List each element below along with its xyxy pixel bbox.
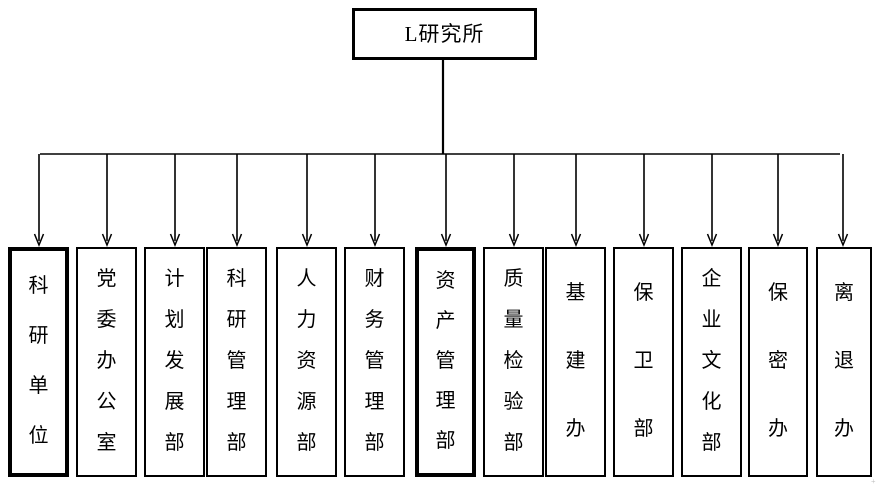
- department-label-char: 资: [435, 270, 456, 292]
- department-label-char: 文: [701, 349, 722, 372]
- department-box-13[interactable]: 离退办: [816, 247, 872, 477]
- department-label-char: 退: [834, 350, 854, 372]
- department-label-char: 保: [768, 282, 788, 304]
- department-label-char: 理: [226, 390, 247, 413]
- arrowhead-11: [706, 233, 718, 247]
- department-label-char: 办: [565, 418, 586, 440]
- arrowhead-2: [101, 233, 113, 247]
- department-label-char: 源: [296, 390, 317, 413]
- department-box-8[interactable]: 质量检验部: [483, 247, 544, 477]
- arrowhead-4: [231, 233, 243, 247]
- department-label-char: 验: [503, 390, 524, 413]
- department-box-10[interactable]: 保卫部: [613, 247, 674, 477]
- arrowhead-1: [33, 233, 45, 247]
- department-label-char: 办: [768, 418, 788, 440]
- arrowhead-13: [837, 233, 849, 247]
- department-box-11[interactable]: 企业文化部: [681, 247, 742, 477]
- arrowhead-8: [508, 233, 520, 247]
- arrowhead-7: [440, 233, 452, 247]
- department-label-char: 办: [834, 418, 854, 440]
- department-label-char: 密: [768, 350, 788, 372]
- department-label-char: 资: [296, 349, 317, 372]
- department-label-char: 理: [364, 390, 385, 413]
- department-box-12[interactable]: 保密办: [748, 247, 808, 477]
- corner-artifact: +: [871, 477, 876, 486]
- department-label-char: 部: [296, 431, 317, 454]
- department-label-char: 业: [701, 309, 722, 332]
- arrowhead-3: [169, 233, 181, 247]
- department-label-char: 发: [164, 349, 185, 372]
- department-box-3[interactable]: 计划发展部: [144, 247, 205, 477]
- department-label-char: 部: [633, 418, 654, 440]
- department-label-char: 力: [296, 309, 317, 332]
- arrowhead-5: [301, 233, 313, 247]
- arrowhead-12: [772, 233, 784, 247]
- department-box-7[interactable]: 资产管理部: [415, 247, 476, 477]
- department-box-9[interactable]: 基建办: [545, 247, 606, 477]
- department-label-char: 展: [164, 390, 185, 413]
- department-label-char: 化: [701, 390, 722, 413]
- department-label-char: 位: [28, 425, 49, 447]
- department-label-char: 财: [364, 268, 385, 291]
- root-node-l-institute[interactable]: L研究所: [352, 8, 537, 60]
- department-label-char: 保: [633, 282, 654, 304]
- department-label-char: 建: [565, 350, 586, 372]
- department-label-char: 管: [226, 349, 247, 372]
- arrowhead-10: [638, 233, 650, 247]
- root-node-label: L研究所: [404, 21, 485, 46]
- department-box-6[interactable]: 财务管理部: [344, 247, 405, 477]
- department-label-char: 党: [96, 268, 117, 291]
- department-label-char: 基: [565, 282, 586, 304]
- department-label-char: 卫: [633, 350, 654, 372]
- department-box-4[interactable]: 科研管理部: [206, 247, 267, 477]
- department-label-char: 部: [701, 431, 722, 454]
- department-label-char: 研: [226, 309, 247, 332]
- arrowhead-9: [570, 233, 582, 247]
- department-label-char: 管: [364, 349, 385, 372]
- department-box-5[interactable]: 人力资源部: [276, 247, 337, 477]
- department-label-char: 计: [164, 268, 185, 291]
- department-label-char: 部: [503, 431, 524, 454]
- department-box-2[interactable]: 党委办公室: [76, 247, 137, 477]
- department-box-1[interactable]: 科研单位: [8, 247, 69, 477]
- department-label-char: 科: [28, 275, 49, 297]
- department-label-char: 人: [296, 268, 317, 291]
- department-label-char: 管: [435, 350, 456, 372]
- department-label-char: 理: [435, 390, 456, 412]
- department-label-char: 量: [503, 309, 524, 332]
- department-label-char: 部: [435, 430, 456, 452]
- department-label-char: 部: [164, 431, 185, 454]
- department-label-char: 科: [226, 268, 247, 291]
- department-label-char: 务: [364, 309, 385, 332]
- department-label-char: 研: [28, 325, 49, 347]
- department-label-char: 单: [28, 375, 49, 397]
- department-label-char: 办: [96, 349, 117, 372]
- department-label-char: 部: [364, 431, 385, 454]
- arrowhead-6: [369, 233, 381, 247]
- department-label-char: 质: [503, 268, 524, 291]
- department-label-char: 部: [226, 431, 247, 454]
- department-label-char: 室: [96, 431, 117, 454]
- department-label-char: 离: [834, 282, 854, 304]
- department-label-char: 产: [435, 310, 456, 332]
- department-label-char: 企: [701, 268, 722, 291]
- department-label-char: 划: [164, 309, 185, 332]
- department-label-char: 公: [96, 390, 117, 413]
- department-label-char: 委: [96, 309, 117, 332]
- department-label-char: 检: [503, 349, 524, 372]
